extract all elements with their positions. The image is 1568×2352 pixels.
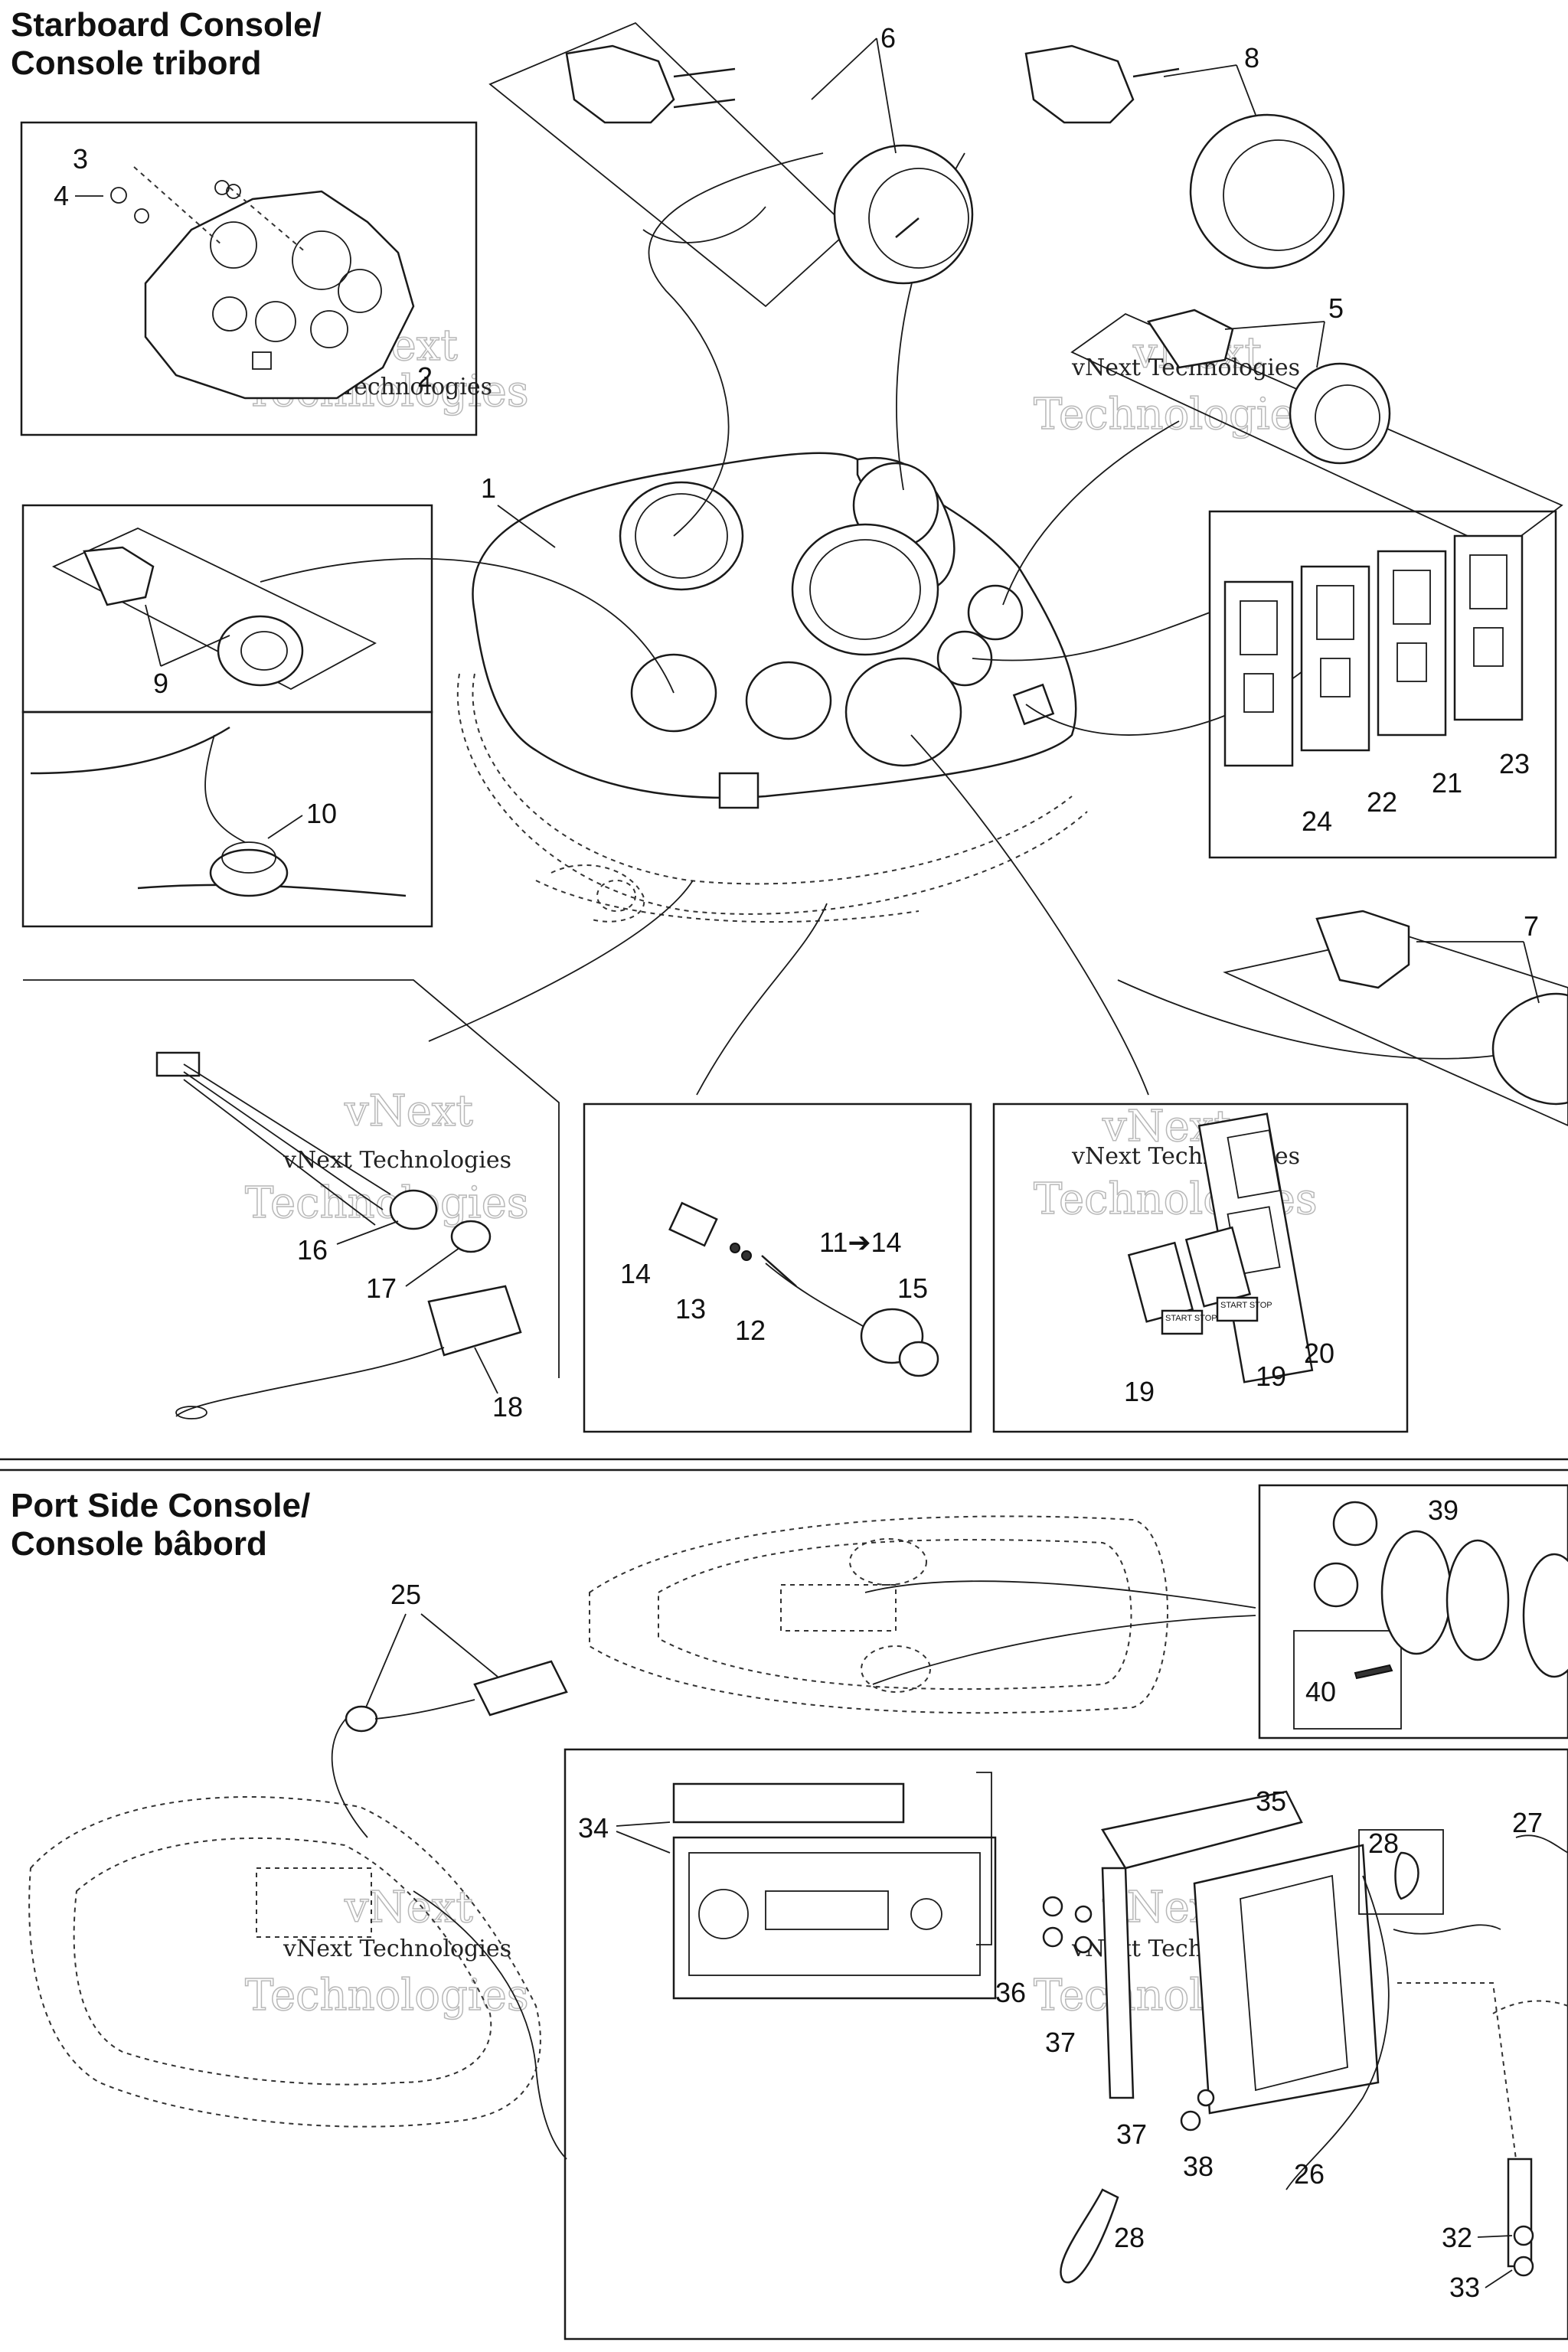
callout-1: 1 <box>481 472 496 504</box>
callout-22: 22 <box>1367 786 1397 818</box>
box-19-20: START STOP START STOP <box>992 1102 1409 1433</box>
callout-6: 6 <box>880 22 896 54</box>
callout-37a: 37 <box>1045 2027 1076 2058</box>
starboard-heading-line-1: Starboard Console/ <box>11 6 322 44</box>
svg-text:Technologies: Technologies <box>245 1178 529 1228</box>
callout-13: 13 <box>675 1293 706 1325</box>
watermark-5: vNext Technologies vNext Technologies <box>244 1882 529 2021</box>
port-console-outline <box>28 1707 567 2160</box>
watermark-2: vNext Technologies vNext Technologies <box>1033 328 1318 440</box>
callouts: 1 2 3 4 5 6 7 8 9 10 11➔14 12 13 14 15 1… <box>54 22 1543 2303</box>
callout-39: 39 <box>1428 1494 1459 1526</box>
callout-28a: 28 <box>1368 1828 1399 1859</box>
box-11-15 <box>583 1102 972 1433</box>
callout-11-14: 11➔14 <box>819 1227 902 1258</box>
callout-14: 14 <box>620 1258 651 1289</box>
callout-23: 23 <box>1499 748 1530 779</box>
callout-37b: 37 <box>1116 2118 1147 2150</box>
radio-inset <box>564 1748 1568 2341</box>
callout-35: 35 <box>1256 1785 1286 1817</box>
callout-28b: 28 <box>1114 2222 1145 2253</box>
port-heading-line-1: Port Side Console/ <box>11 1487 311 1524</box>
callout-4: 4 <box>54 180 69 211</box>
starboard-console-heading: Starboard Console/ Console tribord <box>11 6 322 83</box>
start-stop-label-a: START STOP <box>1161 1309 1217 1335</box>
callout-40: 40 <box>1305 1676 1336 1707</box>
svg-text:vNext Technologies: vNext Technologies <box>283 1147 511 1174</box>
bezel-inset <box>20 121 478 436</box>
callout-17: 17 <box>366 1272 397 1304</box>
gauge-5-panel <box>1070 309 1563 553</box>
callout-32: 32 <box>1442 2222 1472 2253</box>
callout-36: 36 <box>995 1977 1026 2008</box>
callout-21: 21 <box>1432 767 1462 799</box>
gauge-8-panel <box>1024 44 1345 270</box>
watermark-3: vNext Technologies vNext Technologies <box>244 1086 529 1229</box>
section-divider <box>0 1458 1568 1472</box>
switch-21 <box>1377 550 1447 737</box>
switch-22 <box>1300 565 1370 752</box>
callout-19a: 19 <box>1124 1376 1155 1407</box>
start-stop-label-b: START STOP <box>1216 1296 1272 1322</box>
svg-text:START STOP: START STOP <box>1165 1314 1217 1323</box>
svg-text:Technologies: Technologies <box>1034 390 1318 439</box>
svg-text:Technologies: Technologies <box>245 1971 529 2020</box>
part-10-inset <box>21 710 433 928</box>
gauge-6-panel <box>488 21 974 308</box>
svg-text:START STOP: START STOP <box>1220 1301 1272 1310</box>
lanyard-inset <box>23 979 560 1419</box>
callout-19b: 19 <box>1256 1361 1286 1392</box>
callout-27: 27 <box>1512 1807 1543 1838</box>
port-console-heading: Port Side Console/ Console bâbord <box>11 1487 310 1563</box>
callout-25: 25 <box>390 1579 421 1610</box>
callout-33: 33 <box>1449 2272 1480 2303</box>
callout-38: 38 <box>1183 2151 1214 2182</box>
switch-23 <box>1453 534 1524 721</box>
callout-12: 12 <box>735 1315 766 1346</box>
callout-5: 5 <box>1328 292 1344 324</box>
switch-panel-21-24 <box>1208 510 1557 859</box>
callout-9: 9 <box>153 668 168 699</box>
callout-7: 7 <box>1524 910 1539 942</box>
callout-16: 16 <box>297 1234 328 1266</box>
callout-20: 20 <box>1304 1338 1334 1369</box>
svg-text:vNext: vNext <box>344 1883 473 1932</box>
callout-15: 15 <box>897 1272 928 1304</box>
switch-24 <box>1223 580 1294 767</box>
callout-18: 18 <box>492 1391 523 1423</box>
part-25-cable <box>345 1660 568 1733</box>
svg-text:vNext: vNext <box>344 1086 473 1136</box>
callout-24: 24 <box>1302 805 1332 837</box>
gauge-7-panel <box>1223 910 1568 1126</box>
callout-34: 34 <box>578 1812 609 1844</box>
callout-2: 2 <box>417 361 433 393</box>
gauge-9-inset <box>21 504 433 714</box>
svg-text:vNext Technologies: vNext Technologies <box>283 1936 511 1962</box>
speaker-inset <box>1258 1484 1568 1740</box>
callout-26: 26 <box>1294 2158 1325 2190</box>
starboard-heading-line-2: Console tribord <box>11 44 262 82</box>
port-heading-line-2: Console bâbord <box>11 1525 267 1563</box>
callout-8: 8 <box>1244 42 1259 74</box>
boat-top-view <box>589 1515 1256 1714</box>
callout-10: 10 <box>306 798 337 829</box>
main-console <box>456 452 1088 923</box>
callout-3: 3 <box>73 143 88 175</box>
